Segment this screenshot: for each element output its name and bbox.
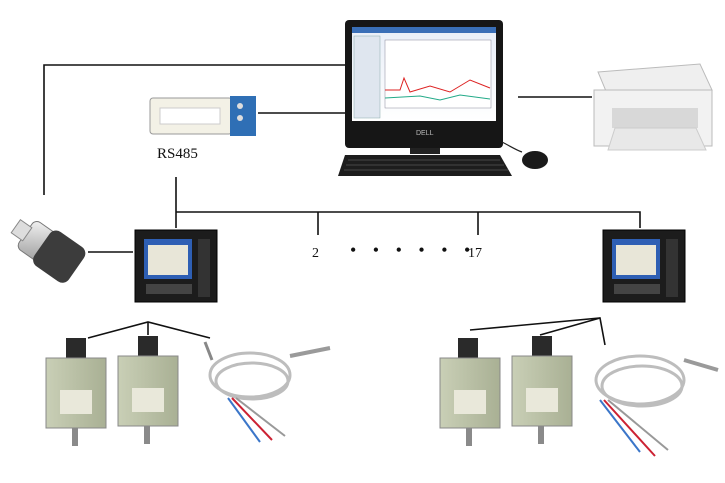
transmitter-icon (439, 338, 501, 446)
node-index-first: 2 (312, 246, 319, 261)
thermocouple-icon (594, 354, 719, 457)
keyboard-icon (338, 155, 512, 176)
usb-flash-drive-icon (10, 218, 86, 283)
recorder-icon (602, 229, 686, 303)
computer-monitor-icon: DELL (345, 20, 503, 154)
transmitter-icon (45, 338, 107, 446)
connection-lines (43, 64, 641, 346)
node-ellipsis: • • • • • • (350, 240, 477, 260)
recorder-icon (134, 229, 218, 303)
thermocouple-icon (203, 341, 331, 443)
transmitter-icon (511, 336, 573, 444)
svg-text:DELL: DELL (416, 130, 434, 137)
mouse-icon (501, 141, 548, 169)
rs485-label: RS485 (157, 146, 198, 162)
printer-icon (593, 63, 713, 151)
transmitter-icon (117, 336, 179, 444)
rs485-converter-icon (149, 96, 256, 136)
node-index-last: 17 (468, 246, 482, 261)
